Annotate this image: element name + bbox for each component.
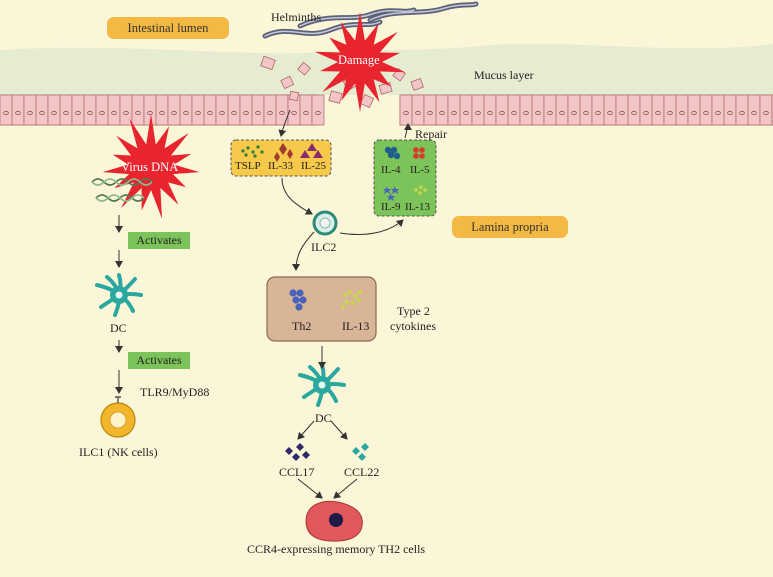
- il13-label-repair: IL-13: [405, 201, 431, 213]
- damage-label: Damage: [338, 53, 380, 67]
- tslp-label: TSLP: [235, 160, 261, 172]
- il13-label-box: IL-13: [342, 319, 370, 333]
- il13-icon-box: [341, 290, 362, 309]
- pathway-arrows: [115, 109, 412, 499]
- ilc1-label: ILC1 (NK cells): [79, 445, 158, 459]
- dc-label-center: DC: [315, 411, 332, 425]
- il33-icon: [274, 143, 293, 162]
- il5-label: IL-5: [410, 164, 430, 176]
- ilc2-cell: [312, 210, 338, 236]
- il25-icon: [300, 143, 323, 158]
- helminths-label: Helminths: [271, 10, 321, 24]
- type2-caption-line1: Type 2: [397, 304, 430, 318]
- il25-label: IL-25: [301, 160, 327, 172]
- virus-dna-helix: [91, 178, 153, 202]
- activates-label-2: Activates: [128, 352, 190, 369]
- th2-label: Th2: [292, 319, 312, 333]
- dc-cell-left: [95, 273, 143, 317]
- alarmin-box: [230, 139, 332, 177]
- tslp-icon: [241, 145, 264, 158]
- type2-caption-line2: cytokines: [390, 319, 436, 333]
- memory-th2-cell: [305, 500, 363, 542]
- tlr9-myd88-label: TLR9/MyD88: [140, 385, 210, 399]
- il9-label: IL-9: [381, 201, 401, 213]
- il5-icon: [413, 147, 425, 159]
- il4-icon: [384, 146, 401, 160]
- intestinal-lumen-label: Intestinal lumen: [107, 17, 229, 39]
- epithelium-right: [399, 94, 773, 126]
- il4-label: IL-4: [381, 164, 401, 176]
- lamina-propria-label: Lamina propria: [452, 216, 568, 238]
- epithelium-left: [0, 94, 325, 126]
- activates-label-1: Activates: [128, 232, 190, 249]
- memory-th2-label: CCR4-expressing memory TH2 cells: [247, 542, 426, 556]
- dc-label-left: DC: [110, 321, 127, 335]
- ccl17-icon: [285, 443, 310, 461]
- ccl17-label: CCL17: [279, 465, 315, 479]
- ccl22-icon: [352, 443, 369, 461]
- il13-icon-repair: [414, 185, 427, 195]
- ilc1-cell: [100, 396, 136, 438]
- damage-burst: [314, 12, 406, 112]
- mucus-layer-label: Mucus layer: [474, 68, 534, 82]
- repair-label: Repair: [415, 127, 447, 141]
- th2-icon: [289, 289, 307, 311]
- virus-dna-label: Virus DNA: [121, 160, 179, 174]
- ccl22-label: CCL22: [344, 465, 380, 479]
- il9-icon: [383, 186, 399, 201]
- dc-cell-center: [298, 363, 346, 407]
- virus-burst: [102, 114, 200, 219]
- il33-label: IL-33: [268, 160, 294, 172]
- ilc2-label: ILC2: [311, 240, 337, 254]
